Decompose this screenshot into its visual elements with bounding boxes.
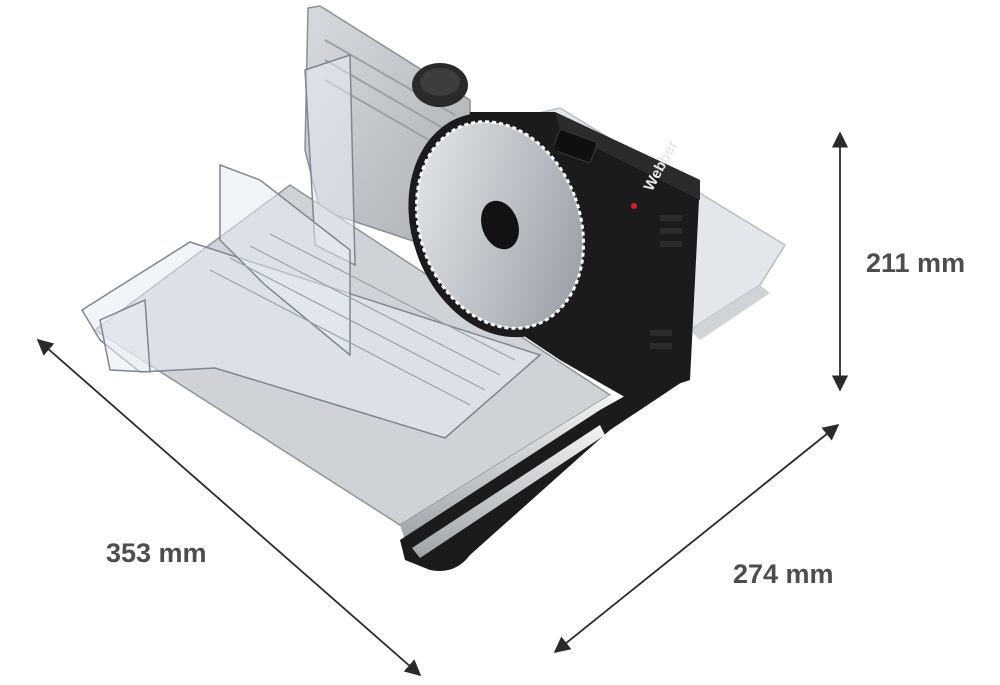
cutting-blade xyxy=(408,112,592,338)
carriage-ribs xyxy=(209,233,516,406)
width-dimension-line xyxy=(553,423,840,654)
height-label: 211 mm xyxy=(866,248,966,278)
depth-dimension-line xyxy=(36,338,422,677)
width-label: 274 mm xyxy=(733,559,834,589)
thickness-knob xyxy=(412,63,468,107)
depth-label: 353 mm xyxy=(106,538,207,568)
dimension-lines xyxy=(36,131,849,677)
